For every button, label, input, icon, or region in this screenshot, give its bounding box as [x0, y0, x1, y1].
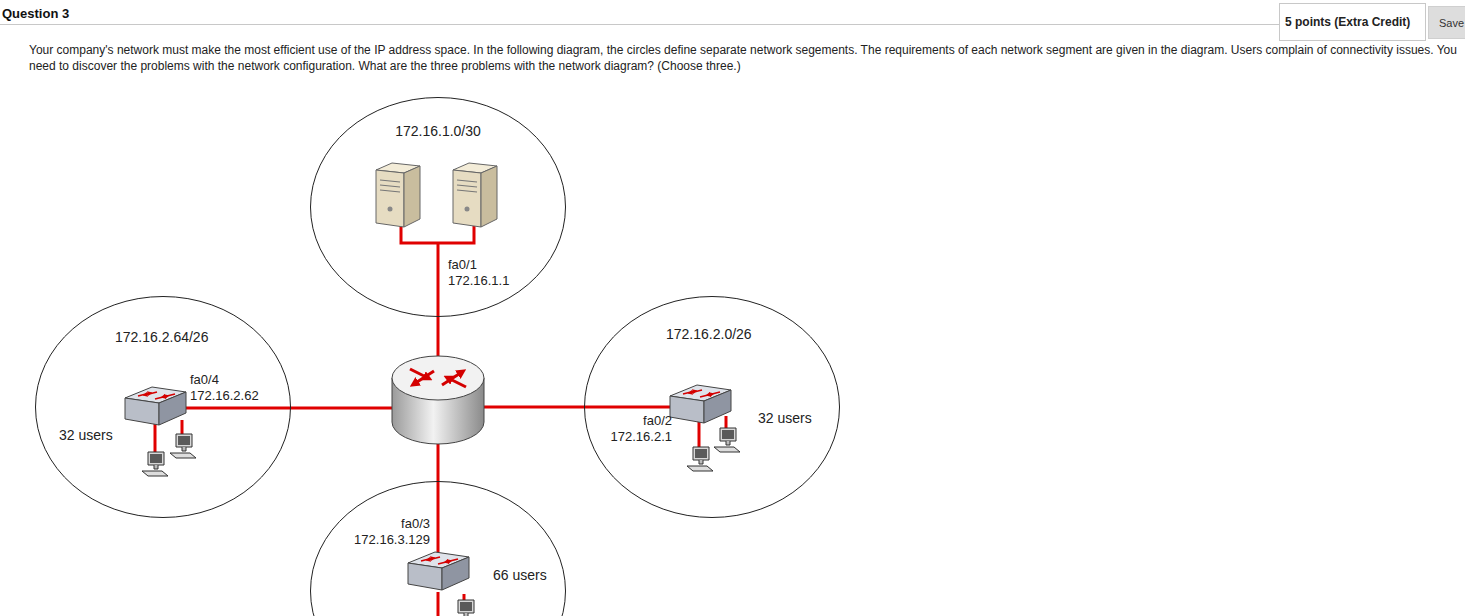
wire-fa0-1 — [437, 243, 440, 362]
router-arrow — [410, 369, 428, 378]
segment-label: 172.16.1.0/30 — [310, 123, 566, 139]
question-text: Your company's network must make the mos… — [29, 42, 1457, 74]
network-segment: fa0/3 172.16.3.129 66 users — [310, 481, 566, 616]
segment-ellipse — [585, 297, 840, 518]
router-top — [392, 356, 484, 400]
segment-label: 66 users — [493, 567, 547, 583]
switch-icon — [670, 385, 731, 423]
segment-ellipse — [36, 297, 291, 518]
segment-label: 32 users — [59, 427, 113, 443]
switch-icon — [408, 552, 469, 590]
segment-label: fa0/1 172.16.1.1 — [448, 257, 524, 289]
server-icon — [376, 163, 420, 227]
wire-fa0-2 — [482, 406, 672, 409]
header-rule — [0, 24, 1279, 25]
segment-label: fa0/4 172.16.2.62 — [190, 372, 276, 404]
network-segment: 172.16.1.0/30 fa0/1 172.16.1.1 — [310, 97, 566, 317]
router-icon — [392, 356, 484, 444]
segment-ellipse — [311, 482, 566, 616]
pc-wire — [154, 424, 157, 456]
points-label: 5 points (Extra Credit) — [1285, 14, 1410, 30]
server-wire — [401, 226, 474, 243]
wire-fa0-3 — [437, 440, 440, 556]
segment-label: 172.16.2.64/26 — [115, 329, 208, 345]
pc-icon — [142, 452, 168, 476]
wire-fa0-4 — [183, 407, 394, 410]
segment-ellipse — [311, 98, 566, 317]
pc-wire — [437, 592, 440, 616]
segment-label: fa0/3 172.16.3.129 — [338, 516, 430, 548]
network-segment: 172.16.2.0/26 fa0/2 172.16.2.1 32 users — [584, 296, 840, 518]
router-arrow — [448, 378, 466, 387]
pc-icon — [714, 428, 740, 452]
save-label: Save — [1439, 15, 1464, 31]
server-icon — [453, 163, 497, 227]
pc-icon — [170, 434, 196, 458]
question-title: Question 3 — [2, 6, 69, 22]
segment-label: 172.16.2.0/26 — [666, 326, 752, 342]
pc-icon — [452, 600, 478, 616]
network-segment: 172.16.2.64/26 fa0/4 172.16.2.62 32 users — [35, 296, 291, 518]
pc-icon — [687, 447, 713, 471]
switch-icon — [125, 387, 186, 425]
wires — [155, 226, 726, 616]
segment-label: 32 users — [758, 410, 812, 426]
segment-label: fa0/2 172.16.2.1 — [586, 413, 672, 445]
segment-outline — [310, 481, 566, 616]
